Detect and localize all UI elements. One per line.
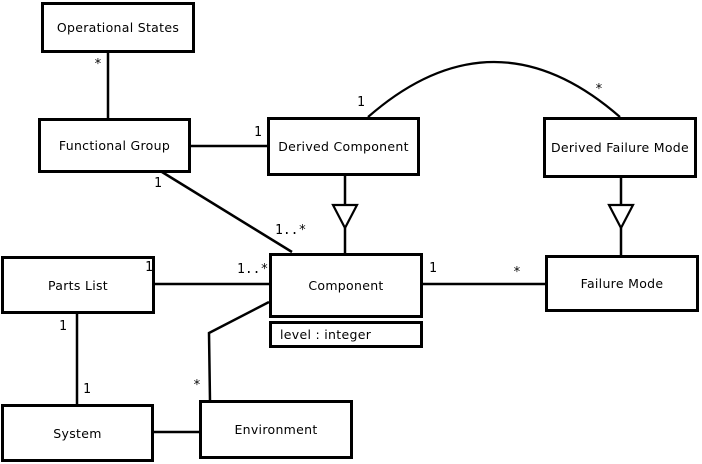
generalization-dc-triangle-icon bbox=[331, 203, 359, 231]
class-name: Functional Group bbox=[58, 138, 171, 153]
class-system: System bbox=[1, 404, 154, 462]
class-environment: Environment bbox=[199, 400, 353, 459]
multiplicity-pl-comp-one: 1 bbox=[145, 260, 153, 275]
class-derived-failure-mode: Derived Failure Mode bbox=[543, 117, 697, 178]
class-name: Environment bbox=[234, 422, 318, 437]
multiplicity-os-fg-star: * bbox=[94, 57, 102, 72]
class-name: Derived Component bbox=[278, 139, 409, 154]
multiplicity-fg-comp-one: 1 bbox=[154, 176, 162, 191]
association-fg-component bbox=[161, 170, 293, 254]
multiplicity-pl-sys-one-upper: 1 bbox=[59, 319, 67, 334]
multiplicity-arc-star: * bbox=[595, 82, 603, 97]
class-name: System bbox=[53, 425, 102, 441]
class-component-attributes: level : integer bbox=[269, 321, 423, 348]
class-name: Operational States bbox=[56, 20, 180, 35]
generalization-dfm-triangle-icon bbox=[607, 203, 635, 231]
multiplicity-pl-sys-one-lower: 1 bbox=[83, 382, 91, 397]
multiplicity-comp-fm-one: 1 bbox=[429, 261, 437, 276]
attribute-level: level : integer bbox=[280, 327, 372, 342]
multiplicity-pl-comp-many: 1..* bbox=[237, 262, 269, 277]
multiplicity-fg-dc-one: 1 bbox=[254, 125, 262, 140]
association-component-env bbox=[207, 300, 270, 402]
class-operational-states: Operational States bbox=[41, 2, 195, 53]
multiplicity-arc-one: 1 bbox=[357, 95, 365, 110]
association-arc-dc-dfm bbox=[367, 60, 621, 118]
multiplicity-comp-fm-star: * bbox=[513, 265, 521, 280]
class-parts-list: Parts List bbox=[1, 256, 155, 314]
multiplicity-fg-comp-many: 1..* bbox=[275, 223, 307, 238]
class-component: Component bbox=[269, 253, 423, 318]
class-derived-component: Derived Component bbox=[267, 117, 420, 176]
class-name: Failure Mode bbox=[580, 276, 664, 291]
multiplicity-env-comp-star: * bbox=[193, 378, 201, 393]
class-name: Derived Failure Mode bbox=[550, 140, 690, 155]
class-failure-mode: Failure Mode bbox=[545, 255, 699, 312]
class-name: Parts List bbox=[47, 277, 108, 293]
class-functional-group: Functional Group bbox=[38, 118, 191, 173]
class-name: Component bbox=[308, 278, 384, 293]
